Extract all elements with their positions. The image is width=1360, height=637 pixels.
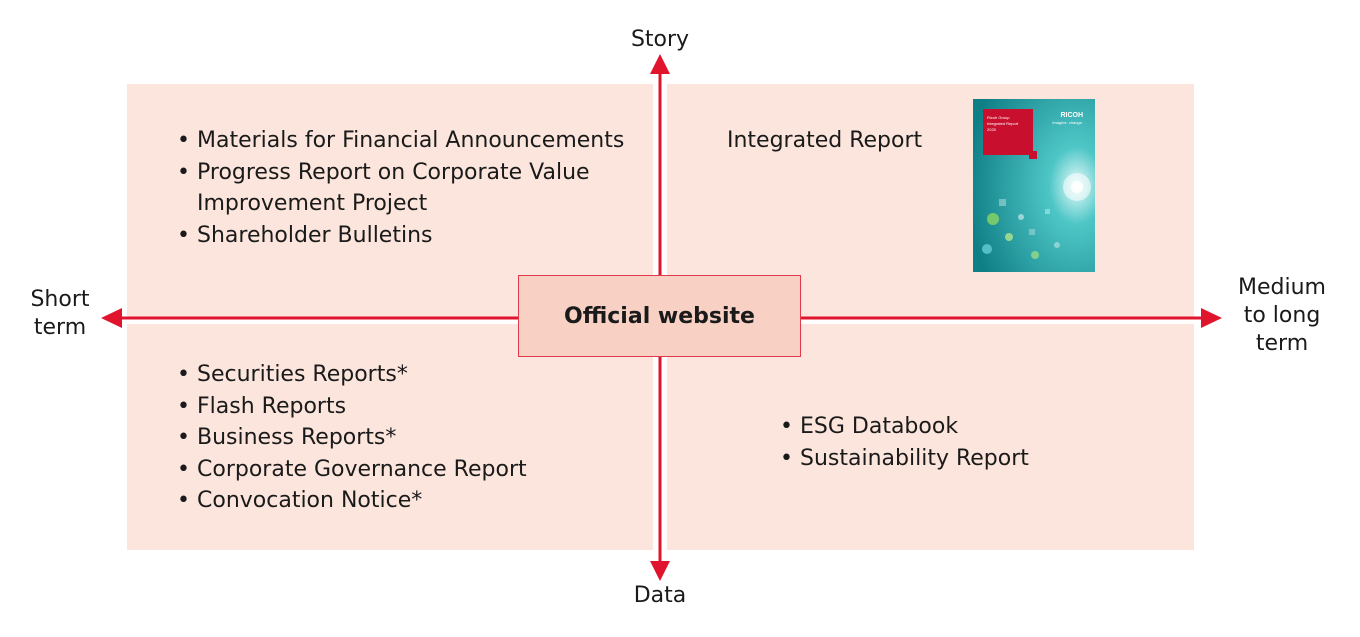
arrow-up-icon: [650, 54, 670, 74]
list-item: Business Reports*: [177, 422, 647, 454]
axis-label-left: Short term: [30, 287, 90, 340]
cover-tagline-text: imagine. change.: [1053, 120, 1083, 125]
axis-label-right: Medium to long term: [1238, 275, 1326, 356]
integrated-report-cover-image: RICOH imagine. change. Ricoh Group Integ…: [973, 99, 1095, 272]
cover-title-line-1: Ricoh Group: [987, 115, 1010, 120]
cover-brand-text: RICOH: [1060, 112, 1083, 119]
arrow-left-icon: [101, 308, 122, 328]
top-left-report-list: Materials for Financial Announcements Pr…: [177, 125, 647, 251]
official-website-box: Official website: [518, 275, 801, 357]
arrow-right-icon: [1201, 308, 1222, 328]
axis-label-top: Story: [630, 27, 690, 52]
official-website-label: Official website: [564, 303, 755, 329]
axis-label-bottom: Data: [633, 583, 687, 608]
bottom-right-report-list: ESG Databook Sustainability Report: [780, 411, 1180, 474]
list-item: Securities Reports*: [177, 359, 647, 391]
list-item: ESG Databook: [780, 411, 1180, 443]
list-item: Shareholder Bulletins: [177, 220, 647, 252]
cover-title-line-3: 2025: [987, 127, 997, 132]
list-item: Corporate Governance Report: [177, 454, 647, 486]
bottom-left-report-list: Securities Reports* Flash Reports Busine…: [177, 359, 647, 517]
arrow-down-icon: [650, 561, 670, 581]
list-item: Sustainability Report: [780, 443, 1180, 475]
cover-title-line-2: Integrated Report: [987, 121, 1019, 126]
list-item: Materials for Financial Announcements: [177, 125, 647, 157]
list-item: Flash Reports: [177, 391, 647, 423]
integrated-report-title: Integrated Report: [727, 128, 923, 153]
list-item: Progress Report on Corporate Value Impro…: [177, 157, 597, 220]
list-item: Convocation Notice*: [177, 485, 647, 517]
